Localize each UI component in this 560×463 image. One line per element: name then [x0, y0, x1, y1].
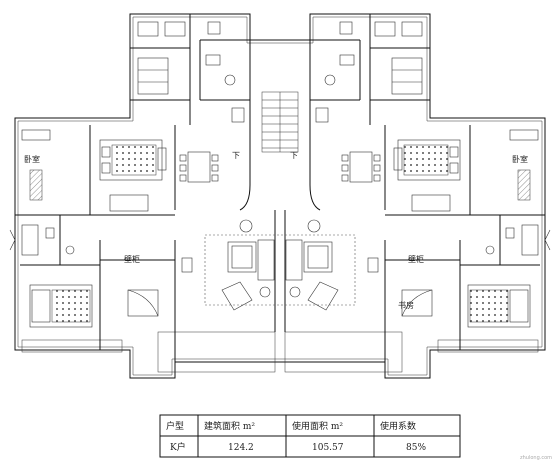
watermark: zhulong.com	[520, 455, 552, 461]
table-cell-building-area: 124.2	[228, 443, 254, 453]
table-cell-usable-area: 105.57	[312, 443, 344, 453]
side-bathrooms	[9, 224, 551, 256]
label-bedroom-left: 卧室	[24, 154, 40, 164]
table-header-type: 户型	[166, 420, 184, 432]
label-stair-down-left: 下	[232, 151, 240, 160]
label-wardrobe-left: 壁柜	[124, 254, 140, 264]
table-header-building-area: 建筑面积 m²	[204, 420, 255, 432]
table-header-usable-area: 使用面积 m²	[292, 420, 343, 432]
label-bedroom-right: 卧室	[512, 154, 528, 164]
dining-sets	[179, 151, 381, 183]
exterior-walls	[14, 13, 546, 379]
table-header-usage-ratio: 使用系数	[380, 420, 416, 432]
label-wardrobe-right: 壁柜	[408, 254, 424, 264]
living-areas	[181, 219, 379, 311]
top-service-rooms	[137, 21, 423, 123]
table-cell-type: K户	[170, 441, 186, 453]
label-study-right: 书房	[398, 300, 414, 310]
interior-walls	[15, 14, 545, 362]
label-stair-down-right: 下	[290, 151, 298, 160]
bedrooms	[21, 129, 539, 328]
stairwell	[261, 91, 299, 153]
table-cell-usage-ratio: 85%	[406, 443, 426, 453]
area-table: 户型 建筑面积 m² 使用面积 m² 使用系数 K户 124.2 105.57 …	[159, 414, 461, 458]
